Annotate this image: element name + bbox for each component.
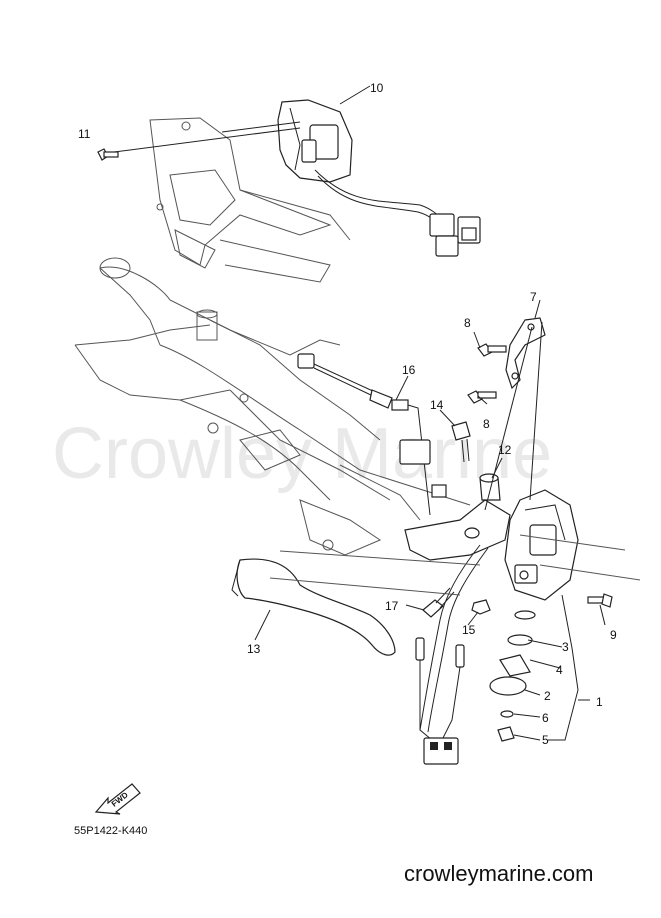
callout-labels: 1 2 3 4 5 6 7 8 8 9 10 11 12 13 14 15 16… — [78, 81, 617, 747]
part-7-bracket — [505, 317, 546, 390]
part-9-screw — [587, 593, 613, 608]
website-footer: crowleymarine.com — [404, 861, 594, 886]
callout-16: 16 — [402, 363, 416, 377]
callout-2: 2 — [544, 689, 551, 703]
upper-handlebar-ghost — [149, 117, 351, 283]
callout-4: 4 — [556, 663, 563, 677]
parts-2-6-stack — [489, 610, 536, 742]
callout-3: 3 — [562, 640, 569, 654]
part-8-screws — [467, 343, 507, 404]
callout-8-upper: 8 — [464, 316, 471, 330]
callout-12: 12 — [498, 443, 512, 457]
handlebar-ghost — [74, 257, 471, 556]
alignment-lines — [269, 321, 641, 596]
part-10-switch-housing — [277, 99, 481, 257]
fwd-arrow-icon: FWD — [94, 783, 141, 815]
callout-7: 7 — [530, 290, 537, 304]
callout-leaders — [254, 85, 606, 741]
part-13-clutch-lever — [231, 558, 396, 656]
part-11-screw — [97, 148, 119, 161]
part-16-switch-wire — [297, 353, 447, 516]
callout-6: 6 — [542, 711, 549, 725]
part-15-nut — [471, 599, 491, 615]
callout-1: 1 — [596, 695, 603, 709]
part-1-switch-assembly — [504, 489, 579, 601]
callout-5: 5 — [542, 733, 549, 747]
figure-code: 55P1422-K440 — [74, 825, 147, 837]
callout-15: 15 — [462, 623, 476, 637]
watermark-text: Crowley Marine — [52, 414, 552, 494]
clutch-cable-and-connector — [415, 544, 489, 765]
callout-14: 14 — [430, 398, 444, 412]
leader-11 — [113, 127, 301, 153]
leader-10-ref — [221, 121, 301, 133]
part-12-lever-bracket — [404, 473, 511, 561]
callout-17: 17 — [385, 599, 399, 613]
callout-9: 9 — [610, 628, 617, 642]
callout-8-lower: 8 — [483, 417, 490, 431]
callout-11: 11 — [78, 127, 91, 141]
callout-10: 10 — [370, 81, 384, 95]
callout-13: 13 — [247, 642, 261, 656]
part-14-pivot-bolt — [451, 421, 471, 463]
